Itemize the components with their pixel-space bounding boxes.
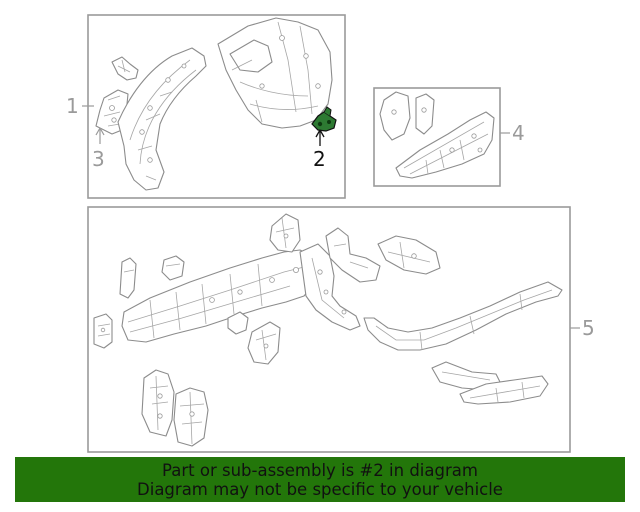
callout-5[interactable]: 5 (582, 316, 595, 340)
part-upper-tower-bracket (269, 213, 301, 253)
part-upright-bracket-b (173, 387, 209, 447)
part-lower-bracket-a (227, 311, 249, 335)
part-strut-tower (217, 17, 333, 129)
part-lower-bracket-b (247, 321, 281, 365)
part-main-frame-rail (121, 249, 319, 343)
part-rear-extension-b (459, 375, 549, 405)
banner-line-1: Part or sub-assembly is #2 in diagram (162, 460, 478, 480)
part-upright-bracket-a (141, 369, 175, 437)
part-4-rail-extension (379, 91, 495, 179)
callout-4[interactable]: 4 (512, 121, 525, 145)
banner-line-2: Diagram may not be specific to your vehi… (137, 479, 503, 499)
part-cap-bracket (377, 235, 441, 275)
group-5-box (87, 206, 571, 453)
part-rail-bracket-top (161, 255, 185, 281)
part-wheelhouse-rail (117, 47, 207, 191)
callout-2[interactable]: 2 (313, 147, 326, 171)
part-rear-rail (363, 281, 563, 351)
part-rail-end-plate (93, 313, 113, 349)
callout-3[interactable]: 3 (92, 147, 105, 171)
part-gusset (325, 227, 381, 283)
info-banner: Part or sub-assembly is #2 in diagram Di… (15, 457, 625, 502)
part-small-bracket (111, 56, 139, 81)
group-4-box (373, 87, 501, 187)
part-2-highlighted (311, 106, 337, 132)
callout-1[interactable]: 1 (66, 94, 79, 118)
part-rail-bracket-left (119, 257, 137, 299)
